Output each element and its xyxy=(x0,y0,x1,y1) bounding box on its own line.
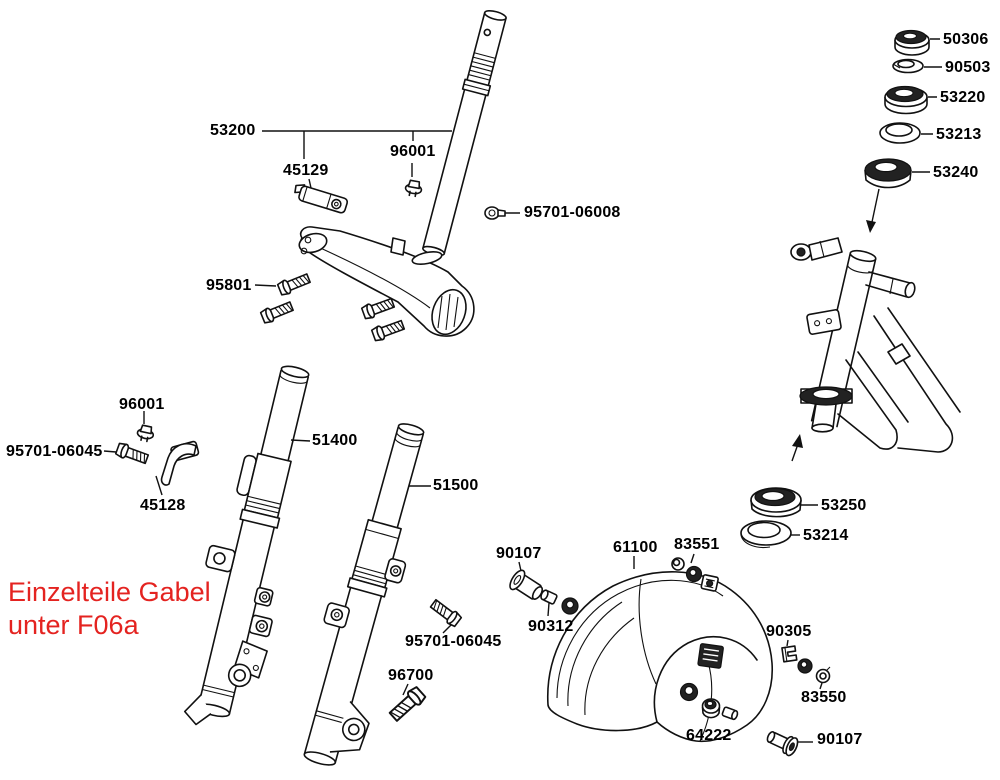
washer-83550-drawing xyxy=(797,658,831,684)
part-label-96001-top: 96001 xyxy=(390,143,436,160)
hose-guide-45128-drawing xyxy=(160,440,200,486)
part-label-53200: 53200 xyxy=(210,122,256,139)
bolt-96700-drawing xyxy=(386,684,428,725)
bolt-95701-06045-lower-drawing xyxy=(428,596,463,629)
part-label-95701-06045-lower: 95701-06045 xyxy=(405,633,502,650)
lower-bridge-drawing xyxy=(298,226,475,337)
part-label-51500: 51500 xyxy=(433,477,479,494)
part-label-96700: 96700 xyxy=(388,667,434,684)
part-label-90503: 90503 xyxy=(945,59,991,76)
steering-stem-drawing xyxy=(422,10,507,257)
fork-tube-51500-drawing xyxy=(303,423,425,766)
part-label-53220: 53220 xyxy=(940,89,986,106)
down-arrow-icon xyxy=(866,188,880,233)
bolt-95701-06045-left-drawing xyxy=(114,441,150,467)
fork-leg-51400-drawing xyxy=(183,365,310,726)
ring-53213-drawing xyxy=(879,122,921,144)
fender-61100-drawing xyxy=(547,571,773,743)
bolt-95701-06008-drawing xyxy=(484,206,506,220)
part-label-64222: 64222 xyxy=(686,727,732,744)
part-label-95801: 95801 xyxy=(206,277,252,294)
part-label-95701-06008: 95701-06008 xyxy=(524,204,621,221)
clip-90305-drawing xyxy=(781,645,798,663)
bolt-90107-lower-drawing xyxy=(766,731,799,757)
bearing-53250-drawing xyxy=(750,487,802,518)
up-arrow-icon xyxy=(791,434,803,462)
steering-nut-50306-drawing xyxy=(894,29,930,56)
part-label-96001-mid: 96001 xyxy=(119,396,165,413)
bearing-cone-53240-drawing xyxy=(864,158,912,189)
part-label-45129: 45129 xyxy=(283,162,329,179)
part-label-90305: 90305 xyxy=(766,623,812,640)
part-label-53240: 53240 xyxy=(933,164,979,181)
washer-90503-drawing xyxy=(892,58,924,74)
bolt-96001-mid-drawing xyxy=(135,423,156,444)
red-note: Einzelteile Gabel unter F06a xyxy=(8,576,211,642)
part-label-51400: 51400 xyxy=(312,432,358,449)
bolt-96001-top-drawing xyxy=(403,178,424,199)
bushing-90107-upper-drawing xyxy=(509,569,544,600)
part-label-50306: 50306 xyxy=(943,31,989,48)
part-label-53213: 53213 xyxy=(936,126,982,143)
part-label-95701-06045-left: 95701-06045 xyxy=(6,443,103,460)
grommets-83551-drawing xyxy=(671,557,719,592)
part-label-53250: 53250 xyxy=(821,497,867,514)
part-label-83550: 83550 xyxy=(801,689,847,706)
nut-64222-drawing xyxy=(701,698,739,721)
part-label-90312: 90312 xyxy=(528,618,574,635)
part-label-61100: 61100 xyxy=(613,539,658,556)
dust-seal-53214-drawing xyxy=(740,520,792,549)
red-note-line2: unter F06a xyxy=(8,610,139,640)
part-label-90107-lower: 90107 xyxy=(817,731,863,748)
part-label-90107-upper: 90107 xyxy=(496,545,542,562)
part-label-53214: 53214 xyxy=(803,527,849,544)
frame-head-tube-drawing xyxy=(790,237,961,453)
bracket-45129-drawing xyxy=(294,184,349,214)
part-label-83551: 83551 xyxy=(674,536,720,553)
part-label-45128: 45128 xyxy=(140,497,186,514)
bearing-53220-drawing xyxy=(884,85,928,115)
collar-90312-drawing xyxy=(540,589,579,615)
red-note-line1: Einzelteile Gabel xyxy=(8,577,211,607)
